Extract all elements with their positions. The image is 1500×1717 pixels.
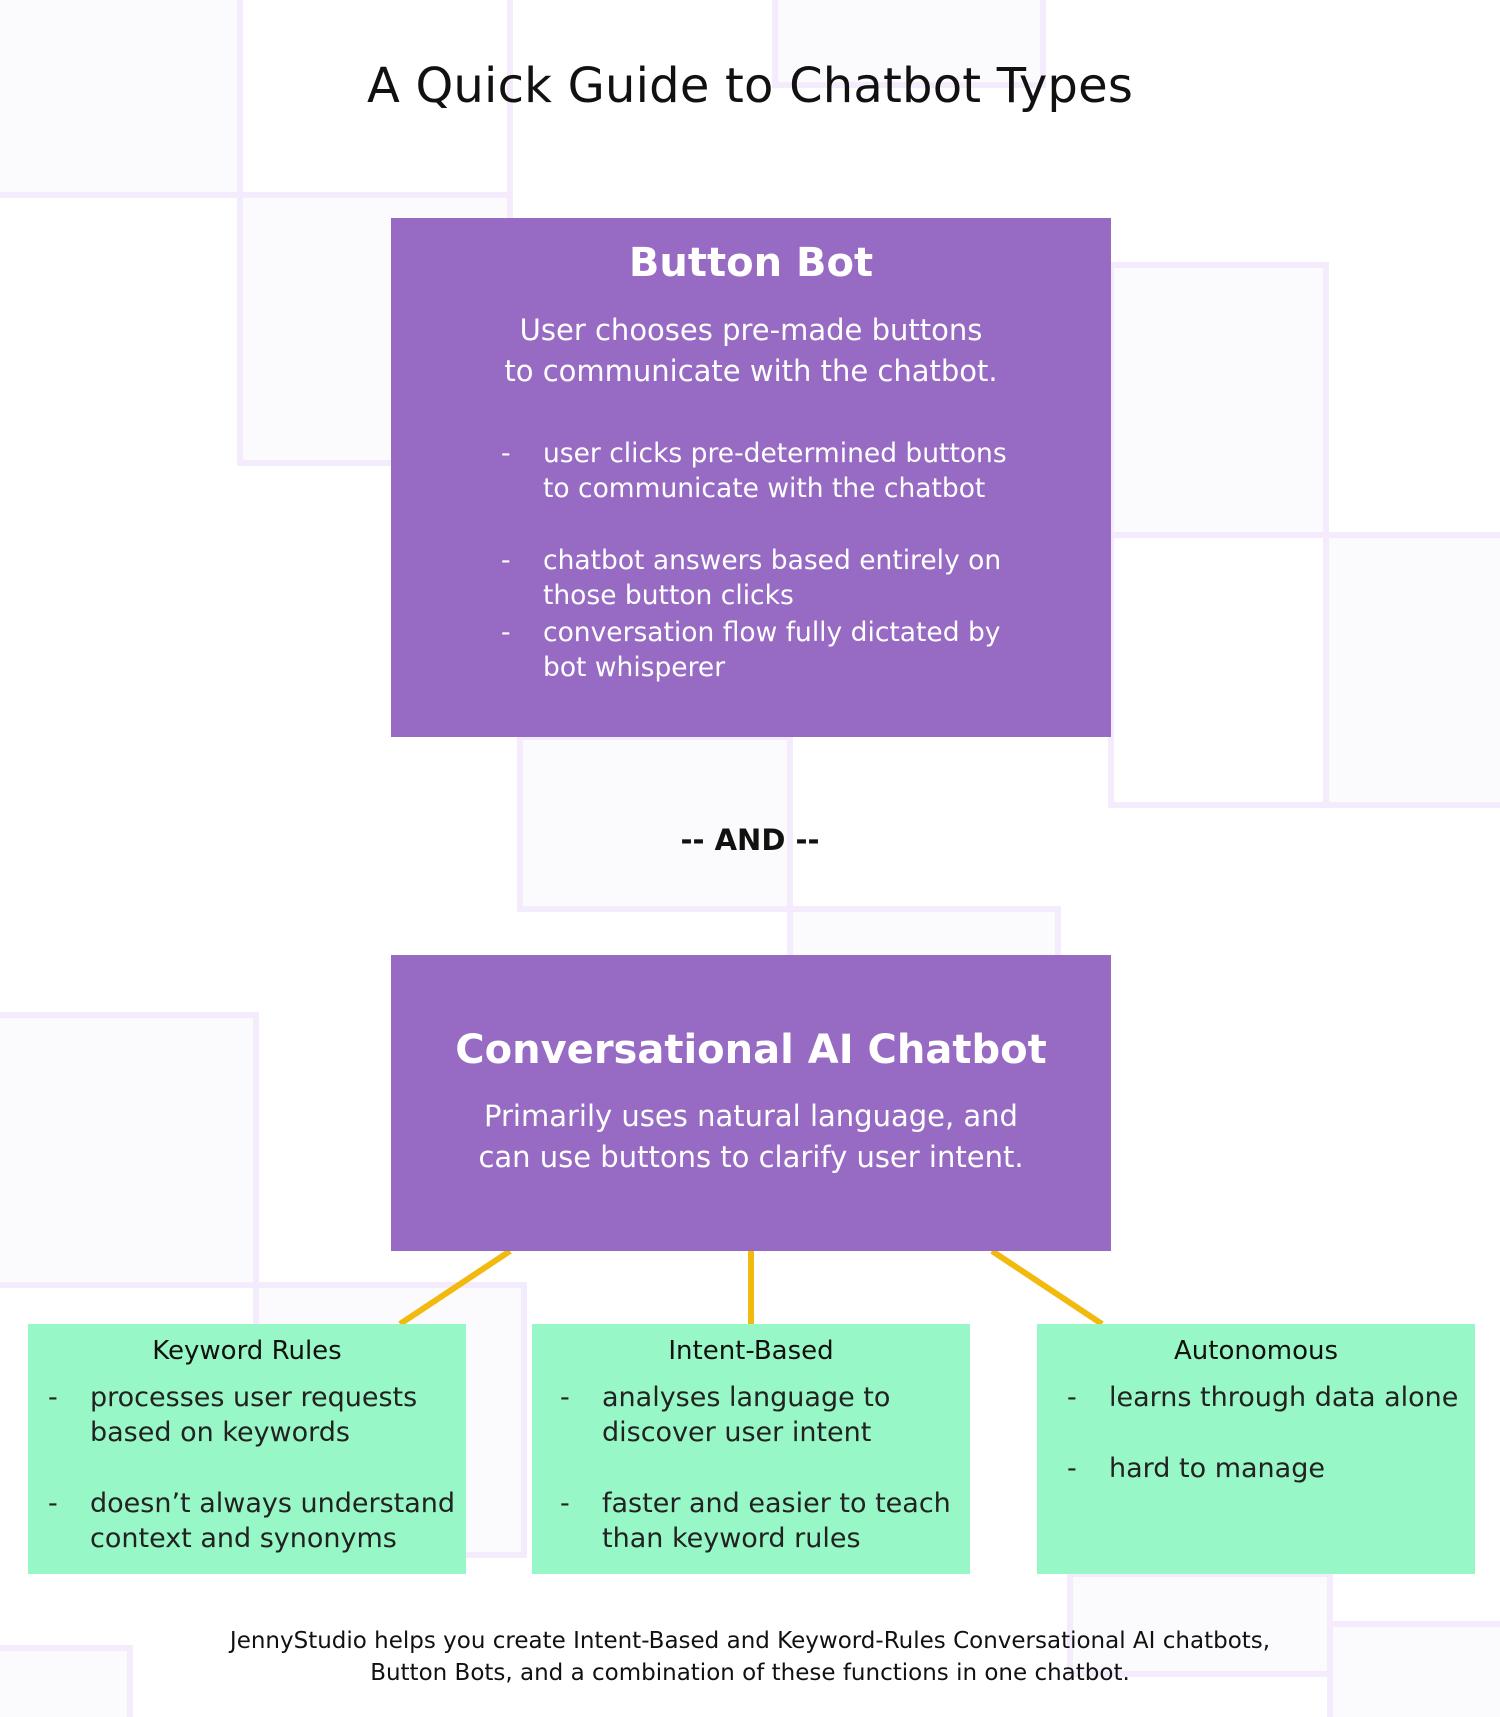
bullet-dash: - [501, 545, 511, 576]
card-bullet: - analyses language to discover user int… [560, 1380, 970, 1450]
bullet-dash: - [1067, 1382, 1077, 1413]
card-title: Intent-Based [668, 1336, 834, 1366]
bullet-text: faster and easier to teach than keyword … [602, 1488, 951, 1554]
button-bot-bullet: - user clicks pre-determined buttons to … [501, 436, 1061, 506]
card-bullet: - faster and easier to teach than keywor… [560, 1486, 970, 1556]
conversational-ai-subtitle: Primarily uses natural language, and can… [478, 1099, 1024, 1174]
button-bot-bullet: - chatbot answers based entirely on thos… [501, 543, 1061, 613]
bullet-text: chatbot answers based entirely on those … [543, 545, 1002, 611]
conversational-ai-title: Conversational AI Chatbot [455, 1027, 1047, 1073]
card-bullet: - doesn’t always understand context and … [48, 1486, 458, 1556]
bullet-text: processes user requests based on keyword… [90, 1382, 418, 1448]
bullet-text: doesn’t always understand context and sy… [90, 1488, 456, 1554]
connector-keyword-rules [398, 1248, 512, 1327]
card-bullet: - learns through data alone [1067, 1380, 1477, 1415]
bullet-text: user clicks pre-determined buttons to co… [543, 438, 1007, 504]
card-title: Keyword Rules [152, 1336, 342, 1366]
connector-autonomous [990, 1248, 1104, 1327]
bullet-text: conversation flow fully dictated by bot … [543, 617, 1001, 683]
card-bullet: - processes user requests based on keywo… [48, 1380, 458, 1450]
autonomous-card: Autonomous - learns through data alone -… [1037, 1324, 1475, 1574]
bullet-dash: - [48, 1382, 58, 1413]
intent-based-card: Intent-Based - analyses language to disc… [532, 1324, 970, 1574]
conversational-ai-box: Conversational AI Chatbot Primarily uses… [391, 955, 1111, 1251]
bullet-text: analyses language to discover user inten… [602, 1382, 891, 1448]
and-separator: -- AND -- [680, 823, 820, 857]
bullet-dash: - [560, 1488, 570, 1519]
card-title: Autonomous [1173, 1336, 1338, 1366]
bullet-dash: - [560, 1382, 570, 1413]
keyword-rules-card: Keyword Rules - processes user requests … [28, 1324, 466, 1574]
button-bot-title: Button Bot [628, 240, 874, 286]
bullet-dash: - [501, 438, 511, 469]
button-bot-subtitle: User chooses pre-made buttons to communi… [504, 313, 998, 388]
page-title: A Quick Guide to Chatbot Types [366, 58, 1134, 114]
bullet-dash: - [501, 617, 511, 648]
bullet-text: hard to manage [1109, 1453, 1325, 1484]
card-bullet: - hard to manage [1067, 1451, 1477, 1486]
bullet-dash: - [48, 1488, 58, 1519]
bullet-text: learns through data alone [1109, 1382, 1459, 1413]
button-bot-bullet: - conversation flow fully dictated by bo… [501, 615, 1061, 685]
footer-note: JennyStudio helps you create Intent-Base… [229, 1628, 1271, 1686]
bullet-dash: - [1067, 1453, 1077, 1484]
button-bot-box: Button Bot User chooses pre-made buttons… [391, 218, 1111, 737]
